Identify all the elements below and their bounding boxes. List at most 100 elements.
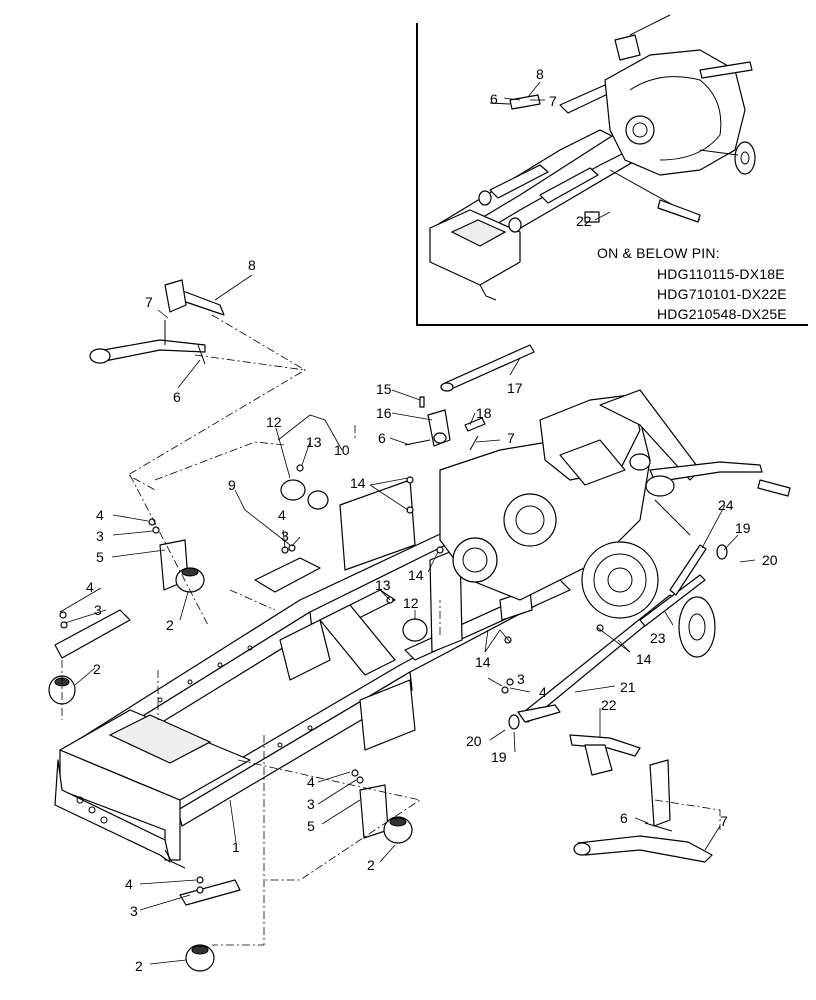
inset-bumper-tab (479, 284, 497, 301)
inset-frame (416, 23, 808, 326)
rail-hole (277, 742, 283, 748)
callout-21: 21 (620, 679, 636, 695)
callout-3-b: 3 (281, 528, 289, 544)
inset-top-bracket (614, 34, 641, 61)
phantom-line-top (127, 314, 306, 491)
callout-13-upper: 13 (306, 434, 322, 450)
callout-3-d: 3 (517, 671, 525, 687)
slotted-link-24 (669, 544, 707, 596)
inset-top-rod (629, 14, 671, 36)
callout-4-e: 4 (307, 774, 315, 790)
rail-hole (187, 679, 193, 685)
rubber-mount-bottom-cap (191, 945, 209, 955)
callout-22-inset: 22 (576, 213, 592, 229)
pivot-bracket-hole (433, 432, 447, 444)
inset-cross-member-1 (489, 164, 549, 199)
inset-note-heading: ON & BELOW PIN: (597, 245, 720, 261)
callout-4-a: 4 (96, 507, 104, 523)
rail-hole (217, 662, 223, 668)
pivot-arm-eye (89, 348, 111, 364)
callout-13-lower: 13 (375, 577, 391, 593)
inset-pin-1: HDG110115-DX18E (657, 266, 785, 282)
hydro-pump-hub (462, 547, 488, 573)
link-rod-21-slot (517, 704, 561, 723)
callout-4-b: 4 (278, 507, 286, 523)
inset-axle-shaft (699, 149, 739, 156)
lift-lever-sleeve (645, 475, 675, 497)
callout-14-c: 14 (475, 654, 491, 670)
lower-pin-6 (644, 822, 673, 832)
callout-17: 17 (507, 380, 523, 396)
rubber-mount-lower-right-cap (389, 817, 407, 827)
wheel-hub-flange (678, 596, 716, 658)
inset-pedal-link (657, 199, 701, 223)
inset-pin-3: HDG210548-DX25E (657, 306, 787, 322)
callout-3-e: 3 (307, 796, 315, 812)
lift-lever-end (757, 479, 791, 497)
inset-assembly (429, 14, 756, 301)
callout-16: 16 (376, 405, 392, 421)
bolt-6 (404, 439, 431, 446)
callout-7-c: 7 (720, 813, 728, 829)
callout-6-inset: 6 (490, 91, 498, 107)
callout-19-b: 19 (491, 749, 507, 765)
callout-12-upper: 12 (266, 414, 282, 430)
callout-3-f: 3 (130, 903, 138, 919)
callout-3-a: 3 (96, 528, 104, 544)
inset-cross-member-2 (539, 167, 599, 204)
inset-gear-housing (625, 115, 655, 145)
bumper-hole-3 (100, 816, 108, 824)
inset-pivot-sleeve (509, 94, 541, 110)
phantom-line-bottom (212, 735, 265, 946)
lower-pivot-eye (573, 842, 591, 856)
valve-cap (629, 453, 651, 471)
spacer-10 (307, 490, 329, 510)
callout-10: 10 (334, 442, 350, 458)
callout-3-c: 3 (94, 602, 102, 618)
callout-8-inset: 8 (536, 66, 544, 82)
pivot-bolt-6 (197, 344, 206, 365)
callout-20-b: 20 (466, 733, 482, 749)
callout-2-a: 2 (166, 617, 174, 633)
upper-rod-assembly (404, 344, 535, 451)
callout-1: 1 (232, 839, 240, 855)
bottom-right-pivot-assembly (569, 734, 713, 863)
callout-14-a: 14 (350, 475, 366, 491)
sleeve-bracket (584, 744, 613, 776)
inset-transmission-detail (629, 76, 722, 161)
lower-clevis (649, 759, 671, 827)
cross-member-1 (254, 557, 321, 593)
rail-hole (307, 725, 313, 731)
leader-lines (59, 81, 756, 965)
callout-23: 23 (650, 630, 666, 646)
frame-rail-right-side (177, 671, 413, 827)
inset-gear-hub (632, 122, 648, 138)
callout-5-b: 5 (307, 818, 315, 834)
callout-12-lower: 12 (403, 595, 419, 611)
hydro-pump-housing (452, 537, 498, 583)
phantom-lines (61, 314, 721, 946)
callout-24: 24 (718, 497, 734, 513)
pivot-tube-body (319, 604, 396, 676)
link-arm (654, 499, 691, 536)
linkage-rods (508, 544, 728, 730)
bumper-hole-2 (88, 806, 96, 814)
inset-pin-2: HDG710101-DX22E (657, 286, 787, 302)
main-frame (54, 479, 571, 869)
callout-7: 7 (145, 294, 153, 310)
inset-axle-hub-center (740, 151, 750, 165)
inset-cross-member-3 (559, 84, 613, 114)
callout-7-inset: 7 (549, 93, 557, 109)
callout-14-d: 14 (636, 651, 652, 667)
callout-2-d: 2 (135, 958, 143, 974)
callout-18: 18 (476, 405, 492, 421)
rail-hole (247, 645, 253, 651)
link-rod-23 (639, 574, 706, 627)
bushing-12-upper (280, 479, 306, 501)
phantom-line-bracket (154, 441, 286, 481)
pin-18 (464, 417, 486, 432)
inset-pedal-block (584, 211, 600, 223)
callout-4-d: 4 (539, 684, 547, 700)
callout-15: 15 (376, 381, 392, 397)
